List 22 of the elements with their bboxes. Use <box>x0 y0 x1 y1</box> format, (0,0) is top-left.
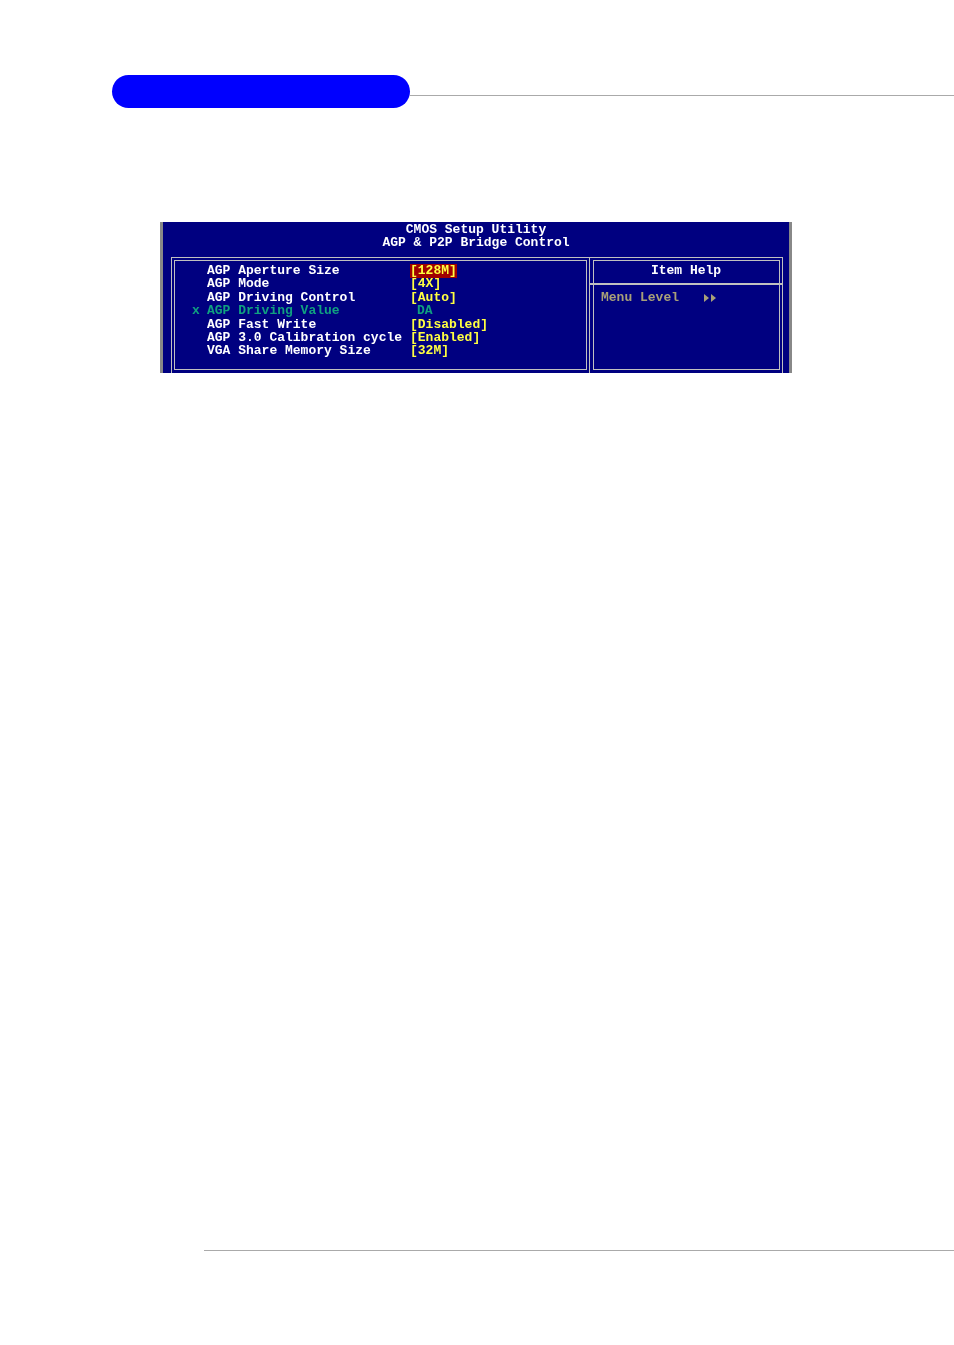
setting-value: [Auto] <box>410 290 457 305</box>
disabled-marker: x <box>192 304 200 319</box>
setting-value: [4X] <box>410 277 442 292</box>
setting-name: AGP 3.0 Calibration cycle <box>207 331 403 345</box>
help-panel <box>590 257 783 373</box>
setting-name: AGP Driving Value <box>207 304 340 319</box>
setting-name: AGP Fast Write <box>207 317 317 332</box>
setting-value: [128M] <box>410 264 457 278</box>
setting-name: AGP Driving Control <box>207 290 356 305</box>
page-title: AGP & P2P Bridge Control <box>381 236 571 250</box>
menu-level-text: Menu Level <box>601 291 679 305</box>
settings-panel <box>171 257 590 373</box>
bios-setup-screen <box>160 222 792 373</box>
setting-name: VGA Share Memory Size <box>207 344 371 359</box>
setting-value: [32M] <box>410 344 449 359</box>
setting-value: [Disabled] <box>410 317 488 332</box>
setting-value: DA <box>417 304 433 319</box>
setting-value: [Enabled] <box>410 331 481 345</box>
screen-title: CMOS Setup Utility <box>404 223 547 237</box>
help-heading: Item Help <box>649 264 723 278</box>
setting-name: AGP Aperture Size <box>207 264 340 278</box>
setting-name: AGP Mode <box>207 277 270 292</box>
